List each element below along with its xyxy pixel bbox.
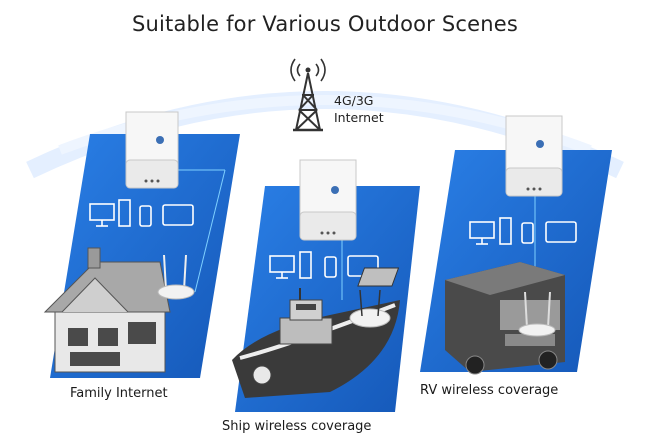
- cpe-device-icon: [125, 111, 179, 189]
- tower-label-line1: 4G/3G: [334, 93, 374, 108]
- label-ship: Ship wireless coverage: [222, 419, 372, 434]
- client-devices-icon: [269, 251, 379, 279]
- tower-label-line2: Internet: [334, 110, 384, 125]
- client-devices-icon: [469, 217, 577, 245]
- router-icon: [157, 254, 195, 300]
- client-devices-icon: [89, 199, 194, 227]
- house-icon: [43, 247, 171, 373]
- cpe-device-icon: [299, 159, 357, 241]
- cell-tower-icon: [290, 58, 326, 132]
- label-rv: RV wireless coverage: [420, 383, 559, 398]
- panel-family: [43, 111, 240, 378]
- page-title: Suitable for Various Outdoor Scenes: [131, 12, 519, 36]
- panel-ship: [232, 159, 420, 412]
- tower-label: 4G/3G Internet: [334, 92, 384, 126]
- panel-rv: [357, 115, 612, 375]
- cpe-device-icon: [505, 115, 563, 197]
- label-family: Family Internet: [70, 386, 168, 401]
- ship-icon: [232, 288, 400, 398]
- rv-icon: [357, 262, 565, 375]
